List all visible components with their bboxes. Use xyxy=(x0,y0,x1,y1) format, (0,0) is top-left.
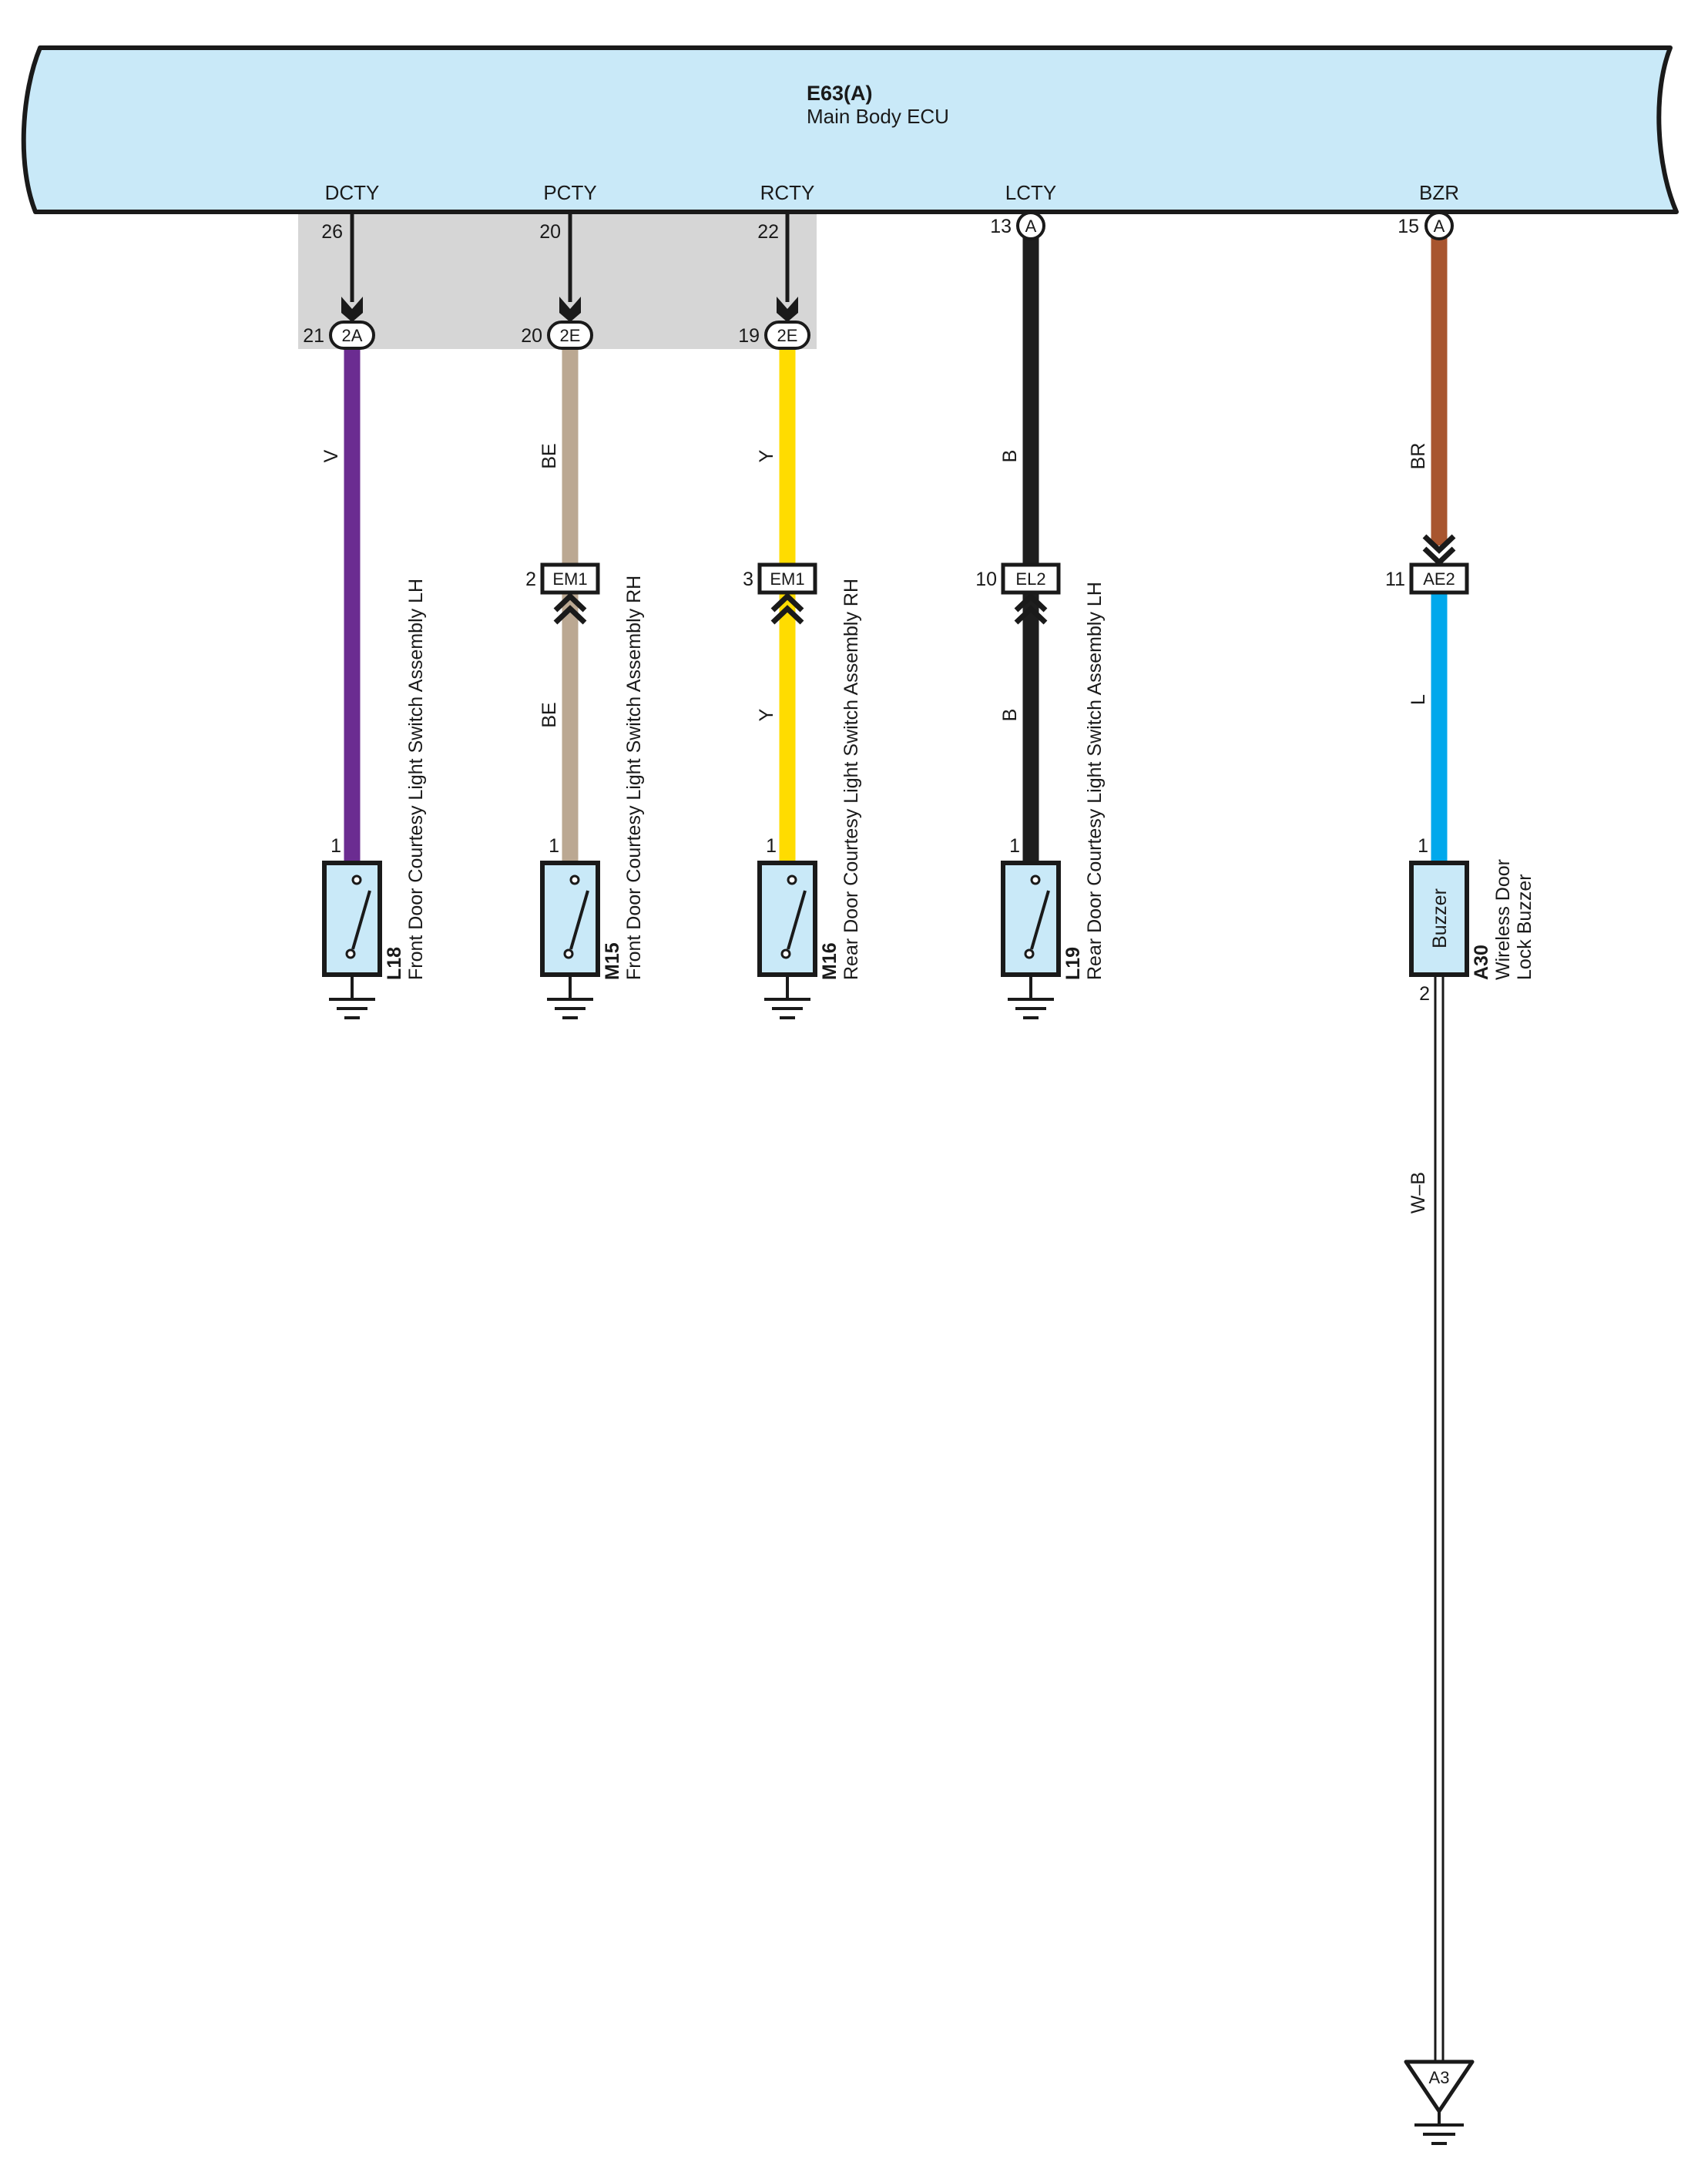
socket-arrow-rcty xyxy=(777,297,798,322)
chevron-up-icon xyxy=(1014,592,1048,625)
component-id-m15: M15 xyxy=(602,942,623,980)
wire-label-pcty-lower: BE xyxy=(539,702,560,727)
ecu-connector-bzr xyxy=(1424,211,1454,240)
switch-pin-l19: 1 xyxy=(1009,835,1020,857)
wire-label-ground: W–B xyxy=(1408,1172,1429,1214)
ground-icon xyxy=(1008,975,1054,1019)
ecu-pin-rcty: 22 xyxy=(757,221,779,243)
inline-connector-pcty xyxy=(540,562,600,595)
ecu-pin-pcty: 20 xyxy=(539,221,561,243)
signal-dcty: DCTY xyxy=(325,181,380,204)
inline-pin-pcty: 2 xyxy=(525,569,536,590)
chevron-up-icon xyxy=(770,592,804,625)
signal-rcty: RCTY xyxy=(760,181,815,204)
ecu-id: E63(A) xyxy=(807,82,873,105)
inline-pin-bzr: 11 xyxy=(1385,569,1405,590)
ground-point-a3 xyxy=(1404,2059,1475,2113)
buzzer-name-line2: Lock Buzzer xyxy=(1514,874,1535,980)
wire-label-lcty-upper: B xyxy=(999,450,1021,463)
junction-connector-pcty xyxy=(547,321,593,350)
switch-pin-l18: 1 xyxy=(331,835,341,857)
inline-code-bzr: AE2 xyxy=(1423,569,1455,589)
buzzer-body xyxy=(1409,861,1469,977)
signal-pcty: PCTY xyxy=(543,181,596,204)
wire-label-rcty-lower: Y xyxy=(756,708,777,721)
junction-connector-dcty xyxy=(329,321,375,350)
wire-label-lcty-lower: B xyxy=(999,709,1021,722)
ecu-connector-bzr-label: A xyxy=(1434,217,1445,236)
component-name-m15: Front Door Courtesy Light Switch Assembl… xyxy=(623,576,645,980)
switch-m15 xyxy=(540,861,600,977)
switch-l18 xyxy=(322,861,382,977)
component-name-l19: Rear Door Courtesy Light Switch Assembly… xyxy=(1084,582,1106,980)
inline-pin-rcty: 3 xyxy=(743,569,753,590)
inline-connector-lcty xyxy=(1001,562,1061,595)
ground-icon xyxy=(547,975,593,1019)
chevron-down-icon xyxy=(1422,534,1456,566)
inline-code-lcty: EL2 xyxy=(1015,569,1045,589)
buzzer-name-line1: Wireless Door xyxy=(1492,859,1514,980)
ground-icon xyxy=(1414,2111,1464,2145)
switch-m16 xyxy=(757,861,817,977)
switch-pin-m16: 1 xyxy=(766,835,777,857)
ecu-pin-bzr: 15 xyxy=(1398,216,1419,237)
wire-label-dcty-upper: V xyxy=(320,449,342,462)
chevron-up-icon xyxy=(553,592,587,625)
ecu-connector-lcty-label: A xyxy=(1025,217,1037,236)
component-id-l18: L18 xyxy=(384,947,405,980)
junction-pin-dcty: 21 xyxy=(303,325,324,347)
component-id-m16: M16 xyxy=(819,942,841,980)
junction-pin-rcty: 19 xyxy=(738,325,760,347)
ecu-connector-lcty xyxy=(1016,211,1045,240)
wire-label-bzr-upper: BR xyxy=(1408,443,1429,470)
junction-pin-pcty: 20 xyxy=(521,325,542,347)
junction-code-rcty: 2E xyxy=(777,326,798,345)
component-name-m16: Rear Door Courtesy Light Switch Assembly… xyxy=(841,579,862,980)
buzzer-pin-top: 1 xyxy=(1418,835,1428,857)
signal-lcty: LCTY xyxy=(1005,181,1056,204)
component-id-l19: L19 xyxy=(1062,947,1084,980)
socket-arrow-pcty xyxy=(559,297,581,322)
buzzer-id: A30 xyxy=(1471,945,1492,980)
junction-code-dcty: 2A xyxy=(342,326,363,345)
component-name-l18: Front Door Courtesy Light Switch Assembl… xyxy=(405,579,427,980)
ecu-pin-dcty: 26 xyxy=(321,221,343,243)
buzzer-pin-bottom: 2 xyxy=(1419,983,1430,1005)
ground-icon xyxy=(329,975,375,1019)
ecu-pin-lcty: 13 xyxy=(990,216,1012,237)
inline-pin-lcty: 10 xyxy=(975,569,997,590)
inline-code-rcty: EM1 xyxy=(770,569,804,589)
buzzer-label: Buzzer xyxy=(1429,888,1451,948)
switch-pin-m15: 1 xyxy=(549,835,559,857)
inline-connector-rcty xyxy=(757,562,817,595)
junction-connector-rcty xyxy=(764,321,810,350)
ecu-name: Main Body ECU xyxy=(807,105,949,128)
signal-bzr: BZR xyxy=(1419,181,1459,204)
wire-label-bzr-lower: L xyxy=(1408,694,1429,705)
inline-code-pcty: EM1 xyxy=(552,569,587,589)
junction-code-pcty: 2E xyxy=(560,326,581,345)
switch-l19 xyxy=(1001,861,1061,977)
wire-label-pcty-upper: BE xyxy=(539,443,560,468)
ground-icon xyxy=(764,975,810,1019)
wire-label-rcty-upper: Y xyxy=(756,449,777,462)
ground-point-code: A3 xyxy=(1429,2068,1450,2087)
socket-arrow-dcty xyxy=(341,297,363,322)
inline-connector-bzr xyxy=(1409,562,1469,595)
ecu-body xyxy=(21,45,1679,214)
